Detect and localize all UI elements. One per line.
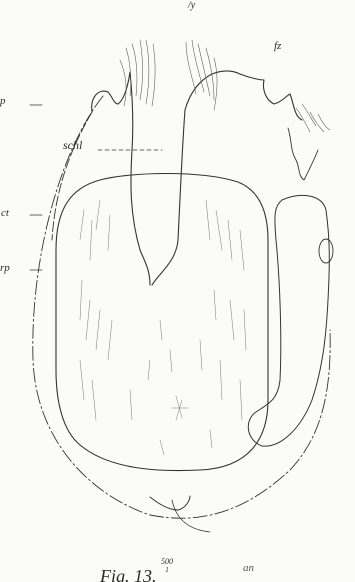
- caption-text: Fig. 13.: [100, 566, 157, 582]
- left-head-lobe: [92, 72, 150, 285]
- right-head-lobe: [152, 71, 302, 285]
- label-ct: ct: [1, 207, 9, 219]
- small-oval-organ: [319, 239, 333, 263]
- yolk-stipple: [80, 200, 246, 455]
- right-chamber: [248, 195, 329, 446]
- label-p: p: [0, 95, 6, 107]
- label-fz: fz: [274, 40, 281, 52]
- magnification-den: 1: [161, 566, 173, 574]
- top-label: /y: [188, 0, 195, 11]
- cilia-tufts: [120, 40, 330, 132]
- bottom-notch: [150, 496, 190, 510]
- label-rp: rp: [0, 262, 10, 274]
- bottom-label-an: an: [243, 562, 254, 574]
- label-schl: schl: [63, 138, 82, 153]
- right-appendage: [288, 128, 318, 180]
- magnification-num: 500: [161, 557, 173, 566]
- inner-envelope-outline: [52, 112, 92, 240]
- left-tick-marks: [30, 105, 42, 270]
